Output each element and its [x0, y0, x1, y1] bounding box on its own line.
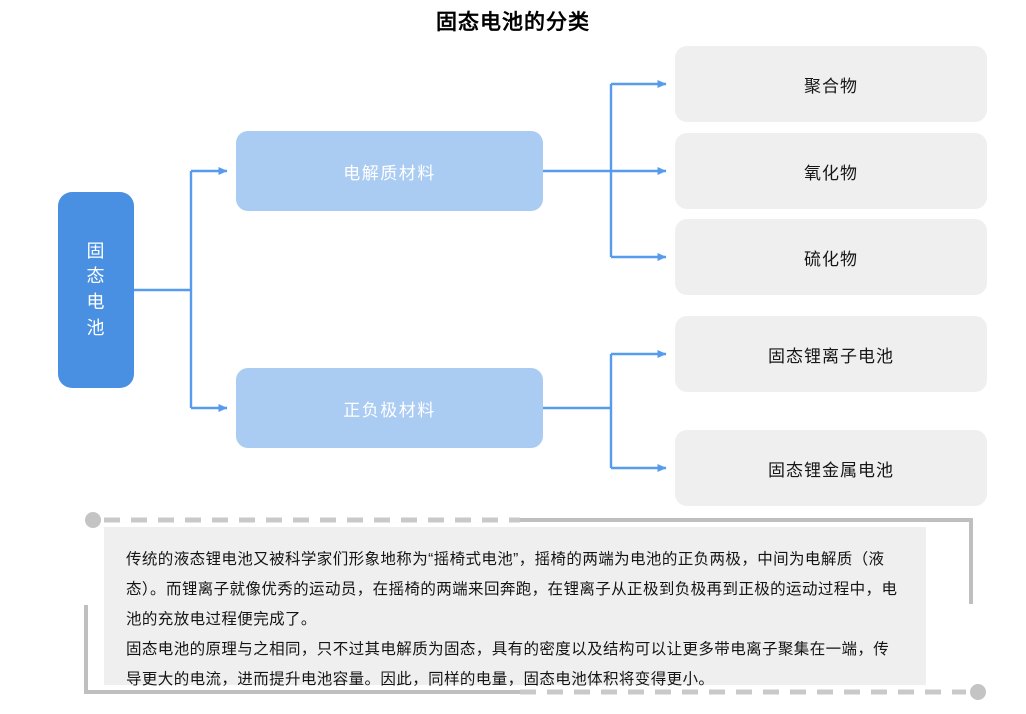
node-leaf-sulfide[interactable]: 硫化物 — [675, 219, 987, 295]
node-branch-electrode[interactable]: 正负极材料 — [236, 368, 543, 448]
node-branch-electrolyte[interactable]: 电解质材料 — [236, 131, 543, 211]
node-leaf-solid-li-metal-battery[interactable]: 固态锂金属电池 — [675, 430, 987, 506]
node-root-label: 固态电池 — [86, 240, 106, 338]
frame-dot-end — [970, 684, 986, 700]
frame-bracket-right — [520, 518, 973, 604]
note-panel: 传统的液态锂电池又被科学家们形象地称为“摇椅式电池”，摇椅的两端为电池的正负两极… — [104, 527, 926, 688]
frame-bracket-left — [84, 605, 520, 694]
frame-dot-start — [85, 512, 101, 528]
node-leaf-polymer-label: 聚合物 — [804, 76, 858, 96]
note-paragraph-2: 固态电池的原理与之相同，只不过其电解质为固态，具有的密度以及结构可以让更多带电离… — [126, 641, 890, 688]
note-paragraph-1: 传统的液态锂电池又被科学家们形象地称为“摇椅式电池”，摇椅的两端为电池的正负两极… — [126, 551, 898, 628]
node-leaf-solid-li-ion-battery[interactable]: 固态锂离子电池 — [675, 316, 987, 392]
node-leaf-polymer[interactable]: 聚合物 — [675, 46, 987, 122]
page-title: 固态电池的分类 — [436, 11, 590, 34]
node-leaf-oxide-label: 氧化物 — [804, 163, 858, 183]
node-leaf-sulfide-label: 硫化物 — [804, 249, 858, 269]
node-branch-electrolyte-label: 电解质材料 — [343, 163, 436, 183]
node-leaf-solid-li-metal-battery-label: 固态锂金属电池 — [768, 460, 894, 480]
node-leaf-oxide[interactable]: 氧化物 — [675, 133, 987, 209]
node-root[interactable]: 固态电池 — [58, 192, 134, 388]
node-branch-electrode-label: 正负极材料 — [343, 400, 436, 420]
node-leaf-solid-li-ion-battery-label: 固态锂离子电池 — [768, 346, 894, 366]
